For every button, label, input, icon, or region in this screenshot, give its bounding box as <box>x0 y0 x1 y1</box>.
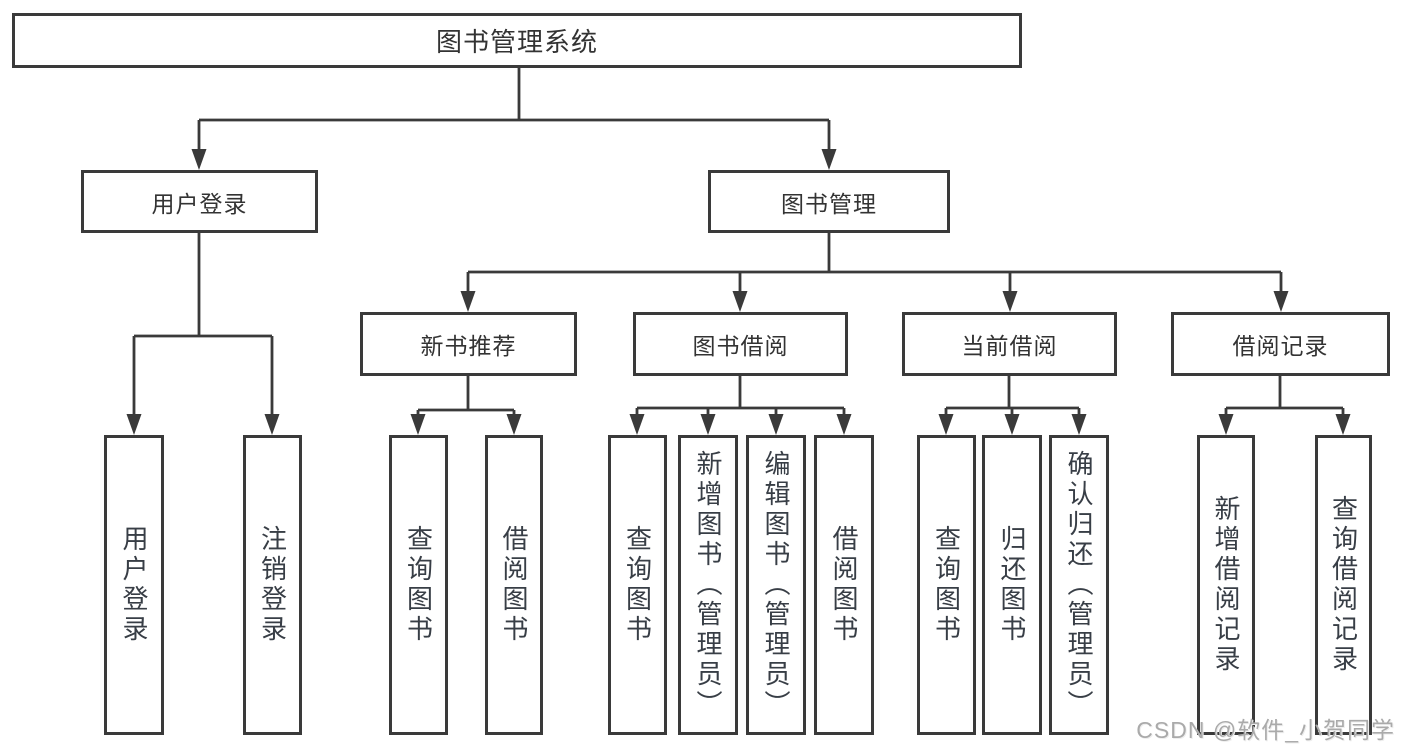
leaf-borrow-books: 借阅图书 <box>814 435 874 735</box>
leaf-query-books-recommend: 查询图书 <box>389 435 448 735</box>
leaf-confirm-return-admin-label: 确认归还（管理员） <box>1064 450 1094 720</box>
connector-borrowing-children <box>635 374 846 420</box>
leaf-user-login: 用户登录 <box>104 435 164 735</box>
node-library-management-system: 图书管理系统 <box>12 13 1022 68</box>
leaf-user-login-label: 用户登录 <box>119 525 149 645</box>
leaf-query-books-current-label: 查询图书 <box>931 525 962 645</box>
leaf-return-books-label: 归还图书 <box>997 525 1027 645</box>
connector-current-children <box>944 374 1081 420</box>
leaf-borrow-books-recommend: 借阅图书 <box>485 435 543 735</box>
leaf-add-borrow-record: 新增借阅记录 <box>1197 435 1255 735</box>
connector-book-management-children <box>466 231 1283 295</box>
leaf-borrow-books-label: 借阅图书 <box>829 525 859 645</box>
leaf-logout: 注销登录 <box>243 435 302 735</box>
node-current-borrowing: 当前借阅 <box>902 312 1117 376</box>
connector-records-children <box>1224 374 1345 420</box>
leaf-return-books: 归还图书 <box>982 435 1042 735</box>
connector-recommendation-children <box>416 374 516 420</box>
node-book-borrowing: 图书借阅 <box>633 312 848 376</box>
csdn-watermark: CSDN @软件_小贺同学 <box>1136 717 1395 743</box>
leaf-logout-label: 注销登录 <box>257 525 288 645</box>
leaf-add-books-admin-label: 新增图书（管理员） <box>693 450 723 720</box>
leaf-query-books-current: 查询图书 <box>917 435 976 735</box>
node-borrowing-records: 借阅记录 <box>1171 312 1390 376</box>
leaf-add-borrow-record-label: 新增借阅记录 <box>1211 495 1241 675</box>
node-new-book-recommendation: 新书推荐 <box>360 312 577 376</box>
leaf-add-books-admin: 新增图书（管理员） <box>678 435 738 735</box>
leaf-edit-books-admin: 编辑图书（管理员） <box>746 435 806 735</box>
node-book-management: 图书管理 <box>708 170 950 233</box>
leaf-borrow-books-recommend-label: 借阅图书 <box>499 525 529 645</box>
leaf-query-books-borrowing: 查询图书 <box>608 435 667 735</box>
connector-root-to-level2 <box>197 66 831 152</box>
leaf-edit-books-admin-label: 编辑图书（管理员） <box>761 450 791 720</box>
connector-user-login-children <box>132 231 274 418</box>
node-user-login: 用户登录 <box>81 170 318 233</box>
leaf-confirm-return-admin: 确认归还（管理员） <box>1049 435 1109 735</box>
leaf-query-books-recommend-label: 查询图书 <box>403 525 434 645</box>
leaf-query-books-borrowing-label: 查询图书 <box>622 525 653 645</box>
leaf-query-borrow-record: 查询借阅记录 <box>1315 435 1372 735</box>
leaf-query-borrow-record-label: 查询借阅记录 <box>1328 495 1359 675</box>
